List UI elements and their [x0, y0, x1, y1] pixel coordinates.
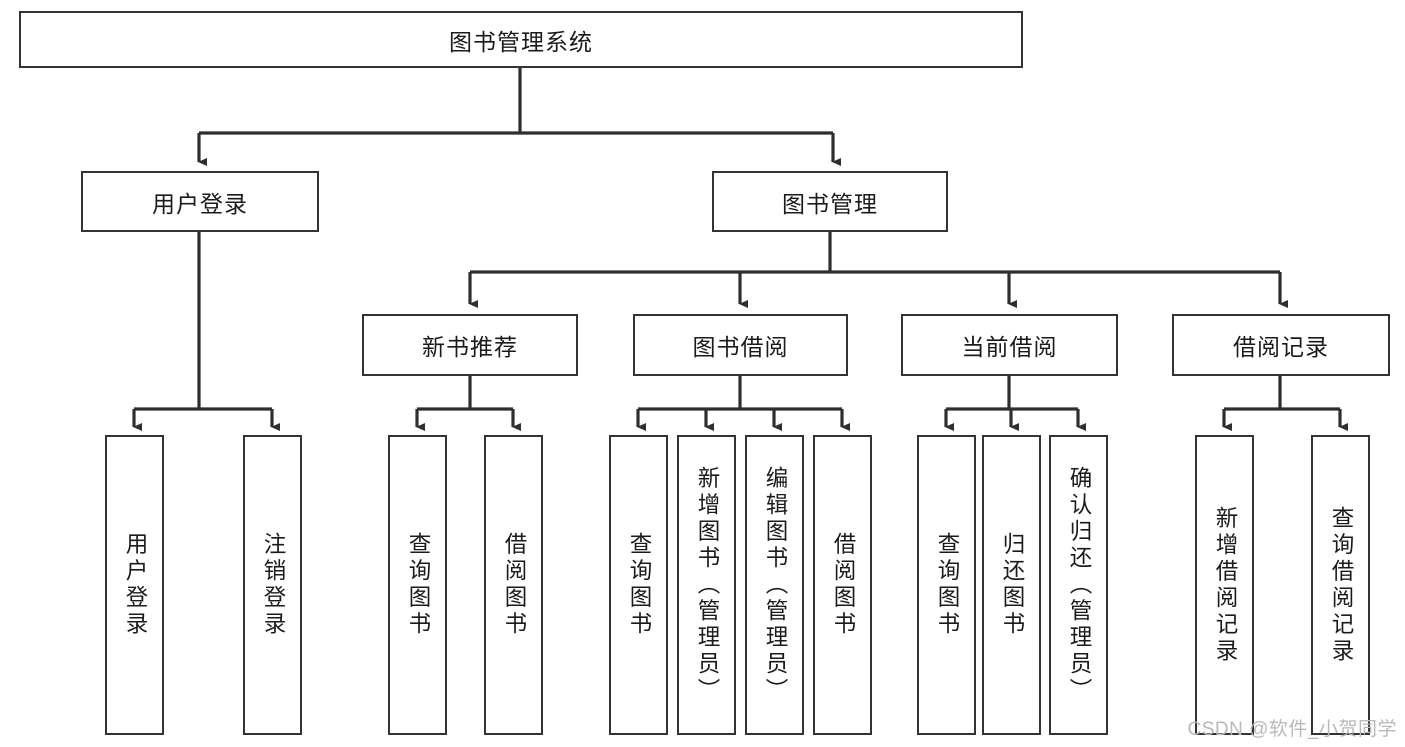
- leaf-borrow-book-1-label: 借阅图书: [501, 532, 527, 638]
- node-book-borrow-label: 图书借阅: [692, 334, 789, 360]
- leaf-borrow-book-2[interactable]: 借阅图书: [813, 435, 872, 735]
- node-borrow-record-label: 借阅记录: [1233, 334, 1329, 360]
- node-book-borrow[interactable]: 图书借阅: [633, 314, 848, 376]
- leaf-query-book-1[interactable]: 查询图书: [388, 435, 447, 735]
- node-current-borrow[interactable]: 当前借阅: [901, 314, 1118, 376]
- leaf-confirm-return-label: 确认归还（管理员）: [1066, 465, 1092, 705]
- node-user-login-label: 用户登录: [152, 190, 248, 217]
- node-new-book-recommend[interactable]: 新书推荐: [362, 314, 578, 376]
- leaf-confirm-return[interactable]: 确认归还（管理员）: [1049, 435, 1108, 735]
- leaf-add-book-label: 新增图书（管理员）: [694, 465, 720, 705]
- leaf-return-book-label: 归还图书: [999, 532, 1025, 638]
- leaf-query-book-2[interactable]: 查询图书: [609, 435, 668, 735]
- node-borrow-record[interactable]: 借阅记录: [1172, 314, 1390, 376]
- watermark: CSDN @软件_小贺同学: [1187, 719, 1397, 740]
- leaf-query-record-label: 查询借阅记录: [1328, 505, 1354, 665]
- leaf-edit-book-label: 编辑图书（管理员）: [762, 465, 788, 705]
- leaf-query-book-2-label: 查询图书: [626, 532, 652, 638]
- leaf-query-book-3[interactable]: 查询图书: [917, 435, 976, 735]
- leaf-user-login-label: 用户登录: [122, 532, 148, 638]
- leaf-user-login[interactable]: 用户登录: [105, 435, 164, 735]
- leaf-add-book[interactable]: 新增图书（管理员）: [677, 435, 736, 735]
- leaf-add-record-label: 新增借阅记录: [1212, 505, 1238, 665]
- node-book-manage-label: 图书管理: [782, 190, 878, 217]
- node-current-borrow-label: 当前借阅: [961, 334, 1058, 360]
- leaf-logout[interactable]: 注销登录: [243, 435, 302, 735]
- node-user-login[interactable]: 用户登录: [81, 171, 319, 232]
- leaf-add-record[interactable]: 新增借阅记录: [1195, 435, 1254, 735]
- leaf-edit-book[interactable]: 编辑图书（管理员）: [745, 435, 804, 735]
- leaf-return-book[interactable]: 归还图书: [982, 435, 1041, 735]
- leaf-query-book-3-label: 查询图书: [934, 532, 960, 638]
- leaf-borrow-book-2-label: 借阅图书: [830, 532, 856, 638]
- node-root[interactable]: 图书管理系统: [19, 11, 1023, 68]
- leaf-logout-label: 注销登录: [260, 532, 286, 638]
- leaf-borrow-book-1[interactable]: 借阅图书: [484, 435, 543, 735]
- node-new-book-recommend-label: 新书推荐: [422, 334, 518, 360]
- leaf-query-record[interactable]: 查询借阅记录: [1311, 435, 1370, 735]
- node-book-manage[interactable]: 图书管理: [712, 171, 948, 232]
- leaf-query-book-1-label: 查询图书: [405, 532, 431, 638]
- node-root-label: 图书管理系统: [449, 28, 593, 55]
